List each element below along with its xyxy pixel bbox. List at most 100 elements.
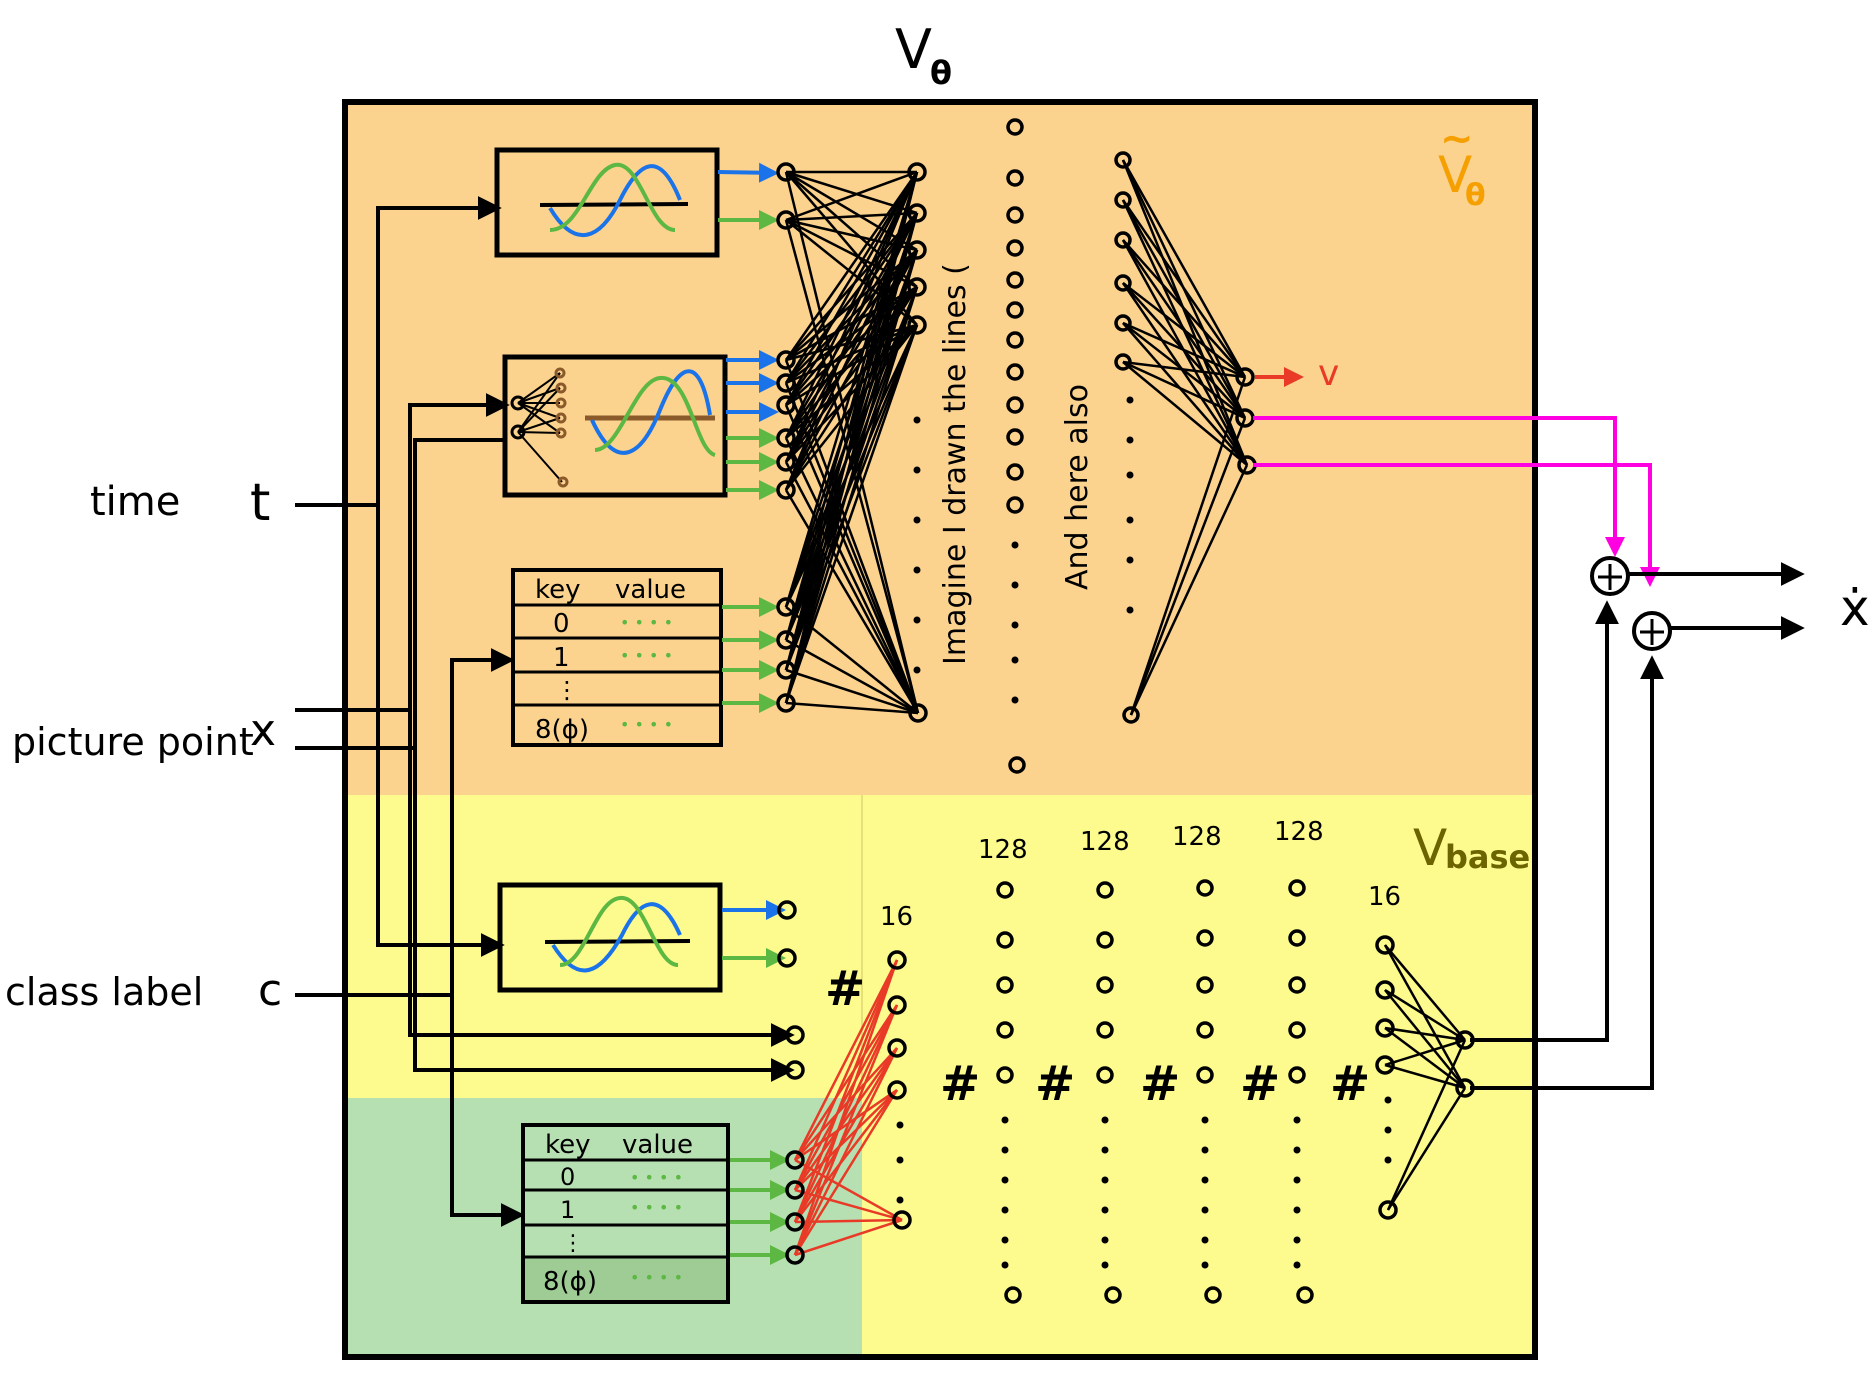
annotation-here-also: And here also (1060, 384, 1095, 590)
network-node (1006, 301, 1024, 319)
network-node (907, 203, 927, 223)
learned-label: V (1438, 146, 1472, 204)
network-node (1196, 976, 1214, 994)
network-node (776, 630, 796, 650)
connection (794, 1218, 903, 1257)
input-symbol-x: x (250, 705, 276, 756)
hash-symbol: # (1140, 1056, 1180, 1112)
ellipsis-dot (1101, 1116, 1109, 1124)
output-xdot: ẋ (1840, 579, 1870, 637)
title-v: V (895, 18, 932, 81)
layer-size-label: 16 (1368, 882, 1401, 912)
class-embedding-table-top (511, 568, 723, 747)
network-node (1375, 1018, 1395, 1038)
ellipsis-dot (1011, 541, 1019, 549)
connection (784, 461, 920, 714)
network-node (776, 162, 796, 182)
connection (793, 1004, 899, 1161)
layer-size-label: 128 (978, 835, 1028, 865)
network-node (907, 162, 927, 182)
ellipsis-dot (1126, 556, 1134, 564)
network-node (776, 480, 796, 500)
connection (793, 1047, 899, 1191)
connection (1384, 1063, 1466, 1090)
input-wires (295, 196, 795, 1227)
network-nodes (776, 118, 1475, 1304)
network-node (887, 1038, 907, 1058)
network-node (1114, 191, 1132, 209)
network-node (1004, 1286, 1022, 1304)
connection (1121, 199, 1247, 378)
learned-sub: θ (1465, 178, 1486, 213)
network-node (1114, 353, 1132, 371)
main-box (342, 99, 1538, 1360)
connection (785, 668, 919, 715)
table-top-row-key: 8(ϕ) (535, 715, 589, 745)
network-node (1114, 274, 1132, 292)
network-node (1288, 976, 1306, 994)
input-label-picture-point: picture point (12, 720, 254, 764)
ellipsis-dot (1201, 1236, 1209, 1244)
table-top-row-key: ⋮ (555, 676, 579, 704)
connection (793, 1004, 899, 1256)
base-first-layer-connections (793, 959, 903, 1257)
network-node (1114, 231, 1132, 249)
ellipsis-dot (1011, 696, 1019, 704)
ellipsis-dot (896, 1156, 904, 1164)
network-node (1196, 1066, 1214, 1084)
table-top-header-value: value (615, 575, 686, 605)
connection (794, 1158, 903, 1222)
residual-wires (1253, 416, 1660, 587)
ellipsis-dot (1001, 1116, 1009, 1124)
network-node (1006, 169, 1024, 187)
embedding-output-arrows (717, 162, 790, 1265)
network-node (1096, 931, 1114, 949)
ellipsis-dot (1101, 1261, 1109, 1269)
ellipsis-dot (1126, 396, 1134, 404)
network-node (1006, 363, 1024, 381)
connection (794, 1089, 898, 1223)
network-node (777, 900, 797, 920)
connection (794, 1218, 903, 1224)
network-node (1006, 239, 1024, 257)
ellipsis-dot (1293, 1176, 1301, 1184)
ellipsis-dot (1011, 621, 1019, 629)
ellipsis-dot (1011, 581, 1019, 589)
ellipsis-dot (1126, 436, 1134, 444)
fourier-embed-box-base (497, 882, 723, 993)
network-node (1006, 496, 1024, 514)
ellipsis-dot (896, 1196, 904, 1204)
network-node (776, 660, 796, 680)
network-node (785, 1212, 805, 1232)
ellipsis-dot (1126, 516, 1134, 524)
ellipsis-dot (913, 616, 921, 624)
connection (1122, 239, 1246, 378)
connection (1129, 417, 1247, 716)
input-symbol-c: c (258, 965, 282, 1016)
ellipsis-dot (1384, 1096, 1392, 1104)
network-node (1006, 206, 1024, 224)
title-theta: θ (930, 54, 952, 92)
connection (784, 437, 920, 714)
connection (794, 1188, 903, 1222)
network-node (907, 277, 927, 297)
network-node (785, 1150, 805, 1170)
connection (784, 171, 919, 491)
ellipsis-dot (1001, 1236, 1009, 1244)
ellipsis-dot (896, 1121, 904, 1129)
connection (793, 959, 899, 1191)
table-base-row-value: • • • • (630, 1198, 683, 1217)
annotation-imagine-lines: Imagine I drawn the lines ( (938, 263, 973, 665)
network-node (776, 693, 796, 713)
ellipsis-dot (1001, 1176, 1009, 1184)
ellipsis-dot (913, 416, 921, 424)
network-node (1096, 1021, 1114, 1039)
network-node (1114, 314, 1132, 332)
network-node (1006, 331, 1024, 349)
network-node (996, 881, 1014, 899)
hash-symbol: # (825, 961, 865, 1017)
network-node (776, 452, 796, 472)
network-node (887, 950, 907, 970)
connection (1383, 944, 1467, 1089)
connection (785, 638, 919, 715)
